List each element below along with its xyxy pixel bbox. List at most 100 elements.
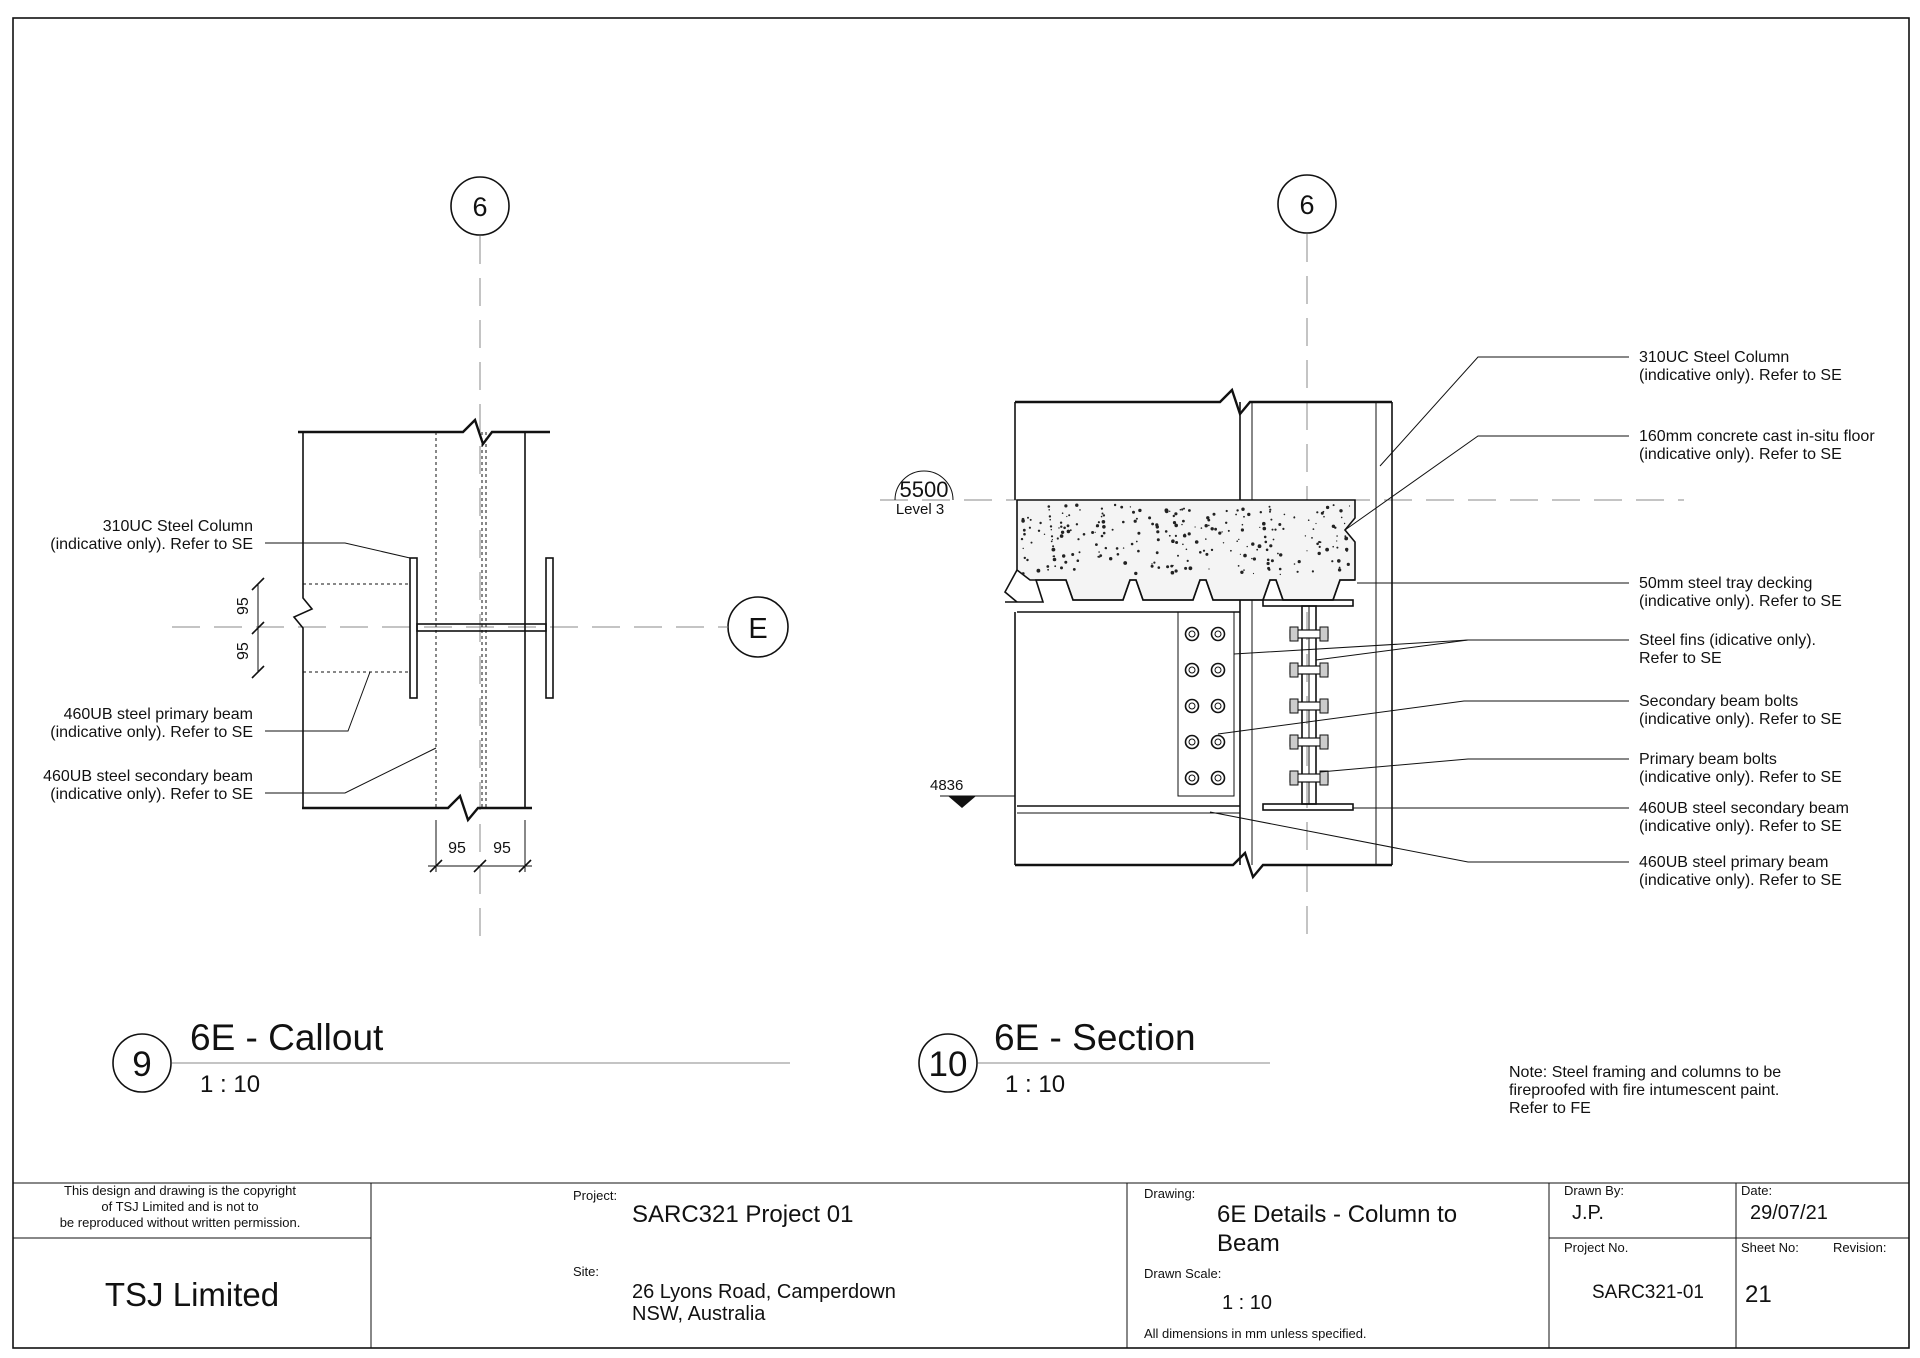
secondary-beam-bolts (1289, 626, 1329, 786)
concrete-aggregate (1297, 560, 1301, 564)
concrete-aggregate (1240, 570, 1244, 574)
concrete-aggregate (1243, 569, 1245, 571)
label-section-pribeam-1: 460UB steel primary beam (1639, 854, 1828, 871)
concrete-aggregate (1318, 545, 1321, 549)
concrete-aggregate (1340, 516, 1343, 519)
concrete-aggregate (1058, 527, 1060, 529)
concrete-aggregate (1278, 523, 1282, 526)
concrete-aggregate (1137, 549, 1140, 553)
concrete-aggregate (1023, 556, 1026, 560)
concrete-aggregate (1279, 573, 1282, 576)
section-detail: 6 5500 Level 3 (880, 174, 1875, 1117)
concrete-aggregate (1064, 504, 1068, 508)
concrete-aggregate (1129, 506, 1132, 508)
concrete-aggregate (1102, 525, 1106, 529)
concrete-aggregate (1307, 519, 1310, 521)
leader-section-fins-a (1233, 639, 1629, 655)
primary-bolt-inner (1214, 630, 1222, 638)
secondary-bolt-nut (1319, 626, 1329, 642)
concrete-aggregate (1238, 538, 1240, 541)
concrete-aggregate (1111, 528, 1114, 531)
concrete-aggregate (1051, 539, 1053, 541)
concrete-aggregate (1325, 547, 1329, 552)
concrete-aggregate (1135, 540, 1138, 543)
tb-copyright-1: This design and drawing is the copyright (64, 1183, 296, 1198)
concrete-aggregate (1063, 526, 1066, 530)
concrete-aggregate (1240, 528, 1244, 532)
concrete-aggregate (1075, 503, 1079, 507)
column-flange-left (409, 557, 418, 699)
concrete-aggregate (1323, 515, 1325, 518)
concrete-aggregate (1259, 511, 1263, 514)
concrete-aggregate (1052, 545, 1055, 548)
concrete-aggregate (1256, 548, 1259, 551)
concrete-aggregate (1236, 540, 1238, 542)
concrete-aggregate (1252, 557, 1256, 561)
view-number-9: 9 (132, 1045, 151, 1084)
concrete-aggregate (1204, 524, 1208, 528)
title-block: This design and drawing is the copyright… (13, 1182, 1909, 1348)
concrete-aggregate (1174, 523, 1178, 528)
tb-project: SARC321 Project 01 (632, 1201, 853, 1228)
concrete-aggregate (1069, 529, 1072, 532)
concrete-aggregate (1344, 535, 1347, 538)
tb-date: 29/07/21 (1750, 1202, 1828, 1224)
concrete-aggregate (1194, 540, 1199, 544)
concrete-aggregate (1077, 538, 1080, 541)
concrete-aggregate (1181, 508, 1184, 511)
concrete-aggregate (1311, 570, 1314, 573)
grid-bubble-6-left (450, 176, 510, 236)
level-marker (894, 470, 954, 501)
tb-scale-label: Drawn Scale: (1144, 1266, 1221, 1281)
concrete-aggregate (1306, 550, 1308, 552)
concrete-aggregate (1214, 527, 1217, 531)
secondary-bolt-nut (1319, 662, 1329, 678)
concrete-aggregate (1331, 560, 1334, 563)
concrete-aggregate (1194, 526, 1196, 528)
concrete-aggregate (1046, 565, 1050, 568)
label-section-column-2: (indicative only). Refer to SE (1639, 367, 1842, 384)
concrete-aggregate (1325, 505, 1330, 510)
tb-sheet-no: 21 (1745, 1281, 1772, 1308)
concrete-aggregate (1263, 535, 1267, 539)
concrete-aggregate (1029, 518, 1032, 521)
concrete-aggregate (1166, 565, 1170, 569)
concrete-aggregate (1293, 563, 1296, 565)
concrete-aggregate (1241, 507, 1245, 511)
spot-level-value: 4836 (930, 777, 963, 794)
concrete-aggregate (1187, 532, 1191, 536)
concrete-aggregate (1076, 559, 1080, 562)
concrete-aggregate (1155, 551, 1159, 555)
grid-label-e: E (748, 613, 767, 645)
concrete-aggregate (1241, 523, 1244, 526)
concrete-aggregate (1186, 559, 1189, 563)
dim-95-h1: 95 (448, 840, 466, 857)
note-line-2: fireproofed with fire intumescent paint. (1509, 1082, 1779, 1099)
primary-bolt (1184, 770, 1200, 786)
primary-bolt (1210, 734, 1226, 750)
concrete-aggregate (1269, 510, 1271, 513)
label-section-secbeam-2: (indicative only). Refer to SE (1639, 818, 1842, 835)
concrete-aggregate (1050, 529, 1053, 531)
leader-section-pribeam (1209, 811, 1629, 863)
break-line-bottom-callout (302, 793, 532, 823)
concrete-aggregate (1102, 531, 1106, 535)
concrete-aggregate (1332, 545, 1334, 548)
concrete-aggregate (1269, 544, 1273, 548)
grid-bubble-6-right (1277, 174, 1337, 234)
secondary-beam-top-plate (1262, 599, 1354, 607)
concrete-aggregate (1208, 568, 1210, 570)
concrete-aggregate (1148, 516, 1152, 520)
concrete-aggregate (1109, 557, 1113, 561)
concrete-aggregate (1251, 557, 1253, 560)
spot-level-marker (948, 796, 976, 808)
leader-callout-primary (265, 671, 371, 732)
concrete-aggregate (1210, 548, 1214, 552)
concrete-aggregate (1199, 551, 1202, 554)
concrete-aggregate (1151, 563, 1153, 565)
concrete-aggregate (1097, 521, 1100, 524)
primary-bolt (1210, 770, 1226, 786)
view-title-section: 6E - Section (994, 1017, 1196, 1058)
concrete-aggregate (1278, 567, 1282, 571)
concrete-aggregate (1036, 568, 1041, 573)
